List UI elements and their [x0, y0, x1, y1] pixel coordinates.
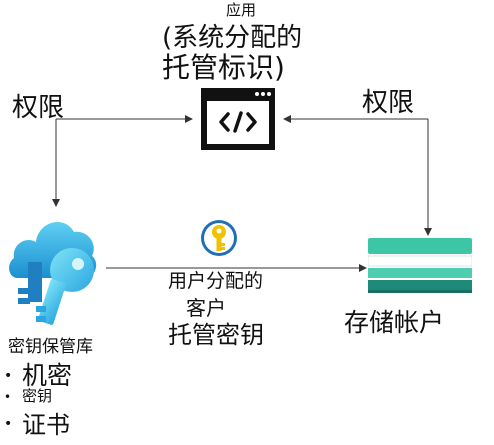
app-title-line1: (系统分配的	[162, 23, 303, 53]
user-assigned-line3: 托管密钥	[168, 321, 264, 349]
storage-account-icon	[368, 238, 472, 293]
application-icon	[201, 88, 275, 150]
bullet: •	[4, 390, 12, 404]
storage-account-label: 存储帐户	[344, 308, 445, 337]
user-assigned-line1: 用户分配的	[168, 270, 264, 292]
key-vault-label: 密钥保管库	[8, 337, 93, 357]
user-assigned-line2: 客户	[186, 296, 226, 320]
list-item-text: 证书	[22, 411, 70, 439]
left-permission-label: 权限	[12, 93, 65, 123]
list-item-text: 机密	[22, 361, 73, 390]
bullet: •	[4, 416, 13, 432]
right-permission-label: 权限	[362, 88, 415, 118]
list-item-text: 密钥	[22, 387, 53, 405]
app-title-line2: 托管标识)	[162, 51, 285, 84]
bullet: •	[4, 368, 13, 384]
key-vault-icon	[9, 221, 97, 325]
managed-identity-key-icon	[201, 220, 237, 256]
app-label: 应用	[226, 1, 257, 19]
